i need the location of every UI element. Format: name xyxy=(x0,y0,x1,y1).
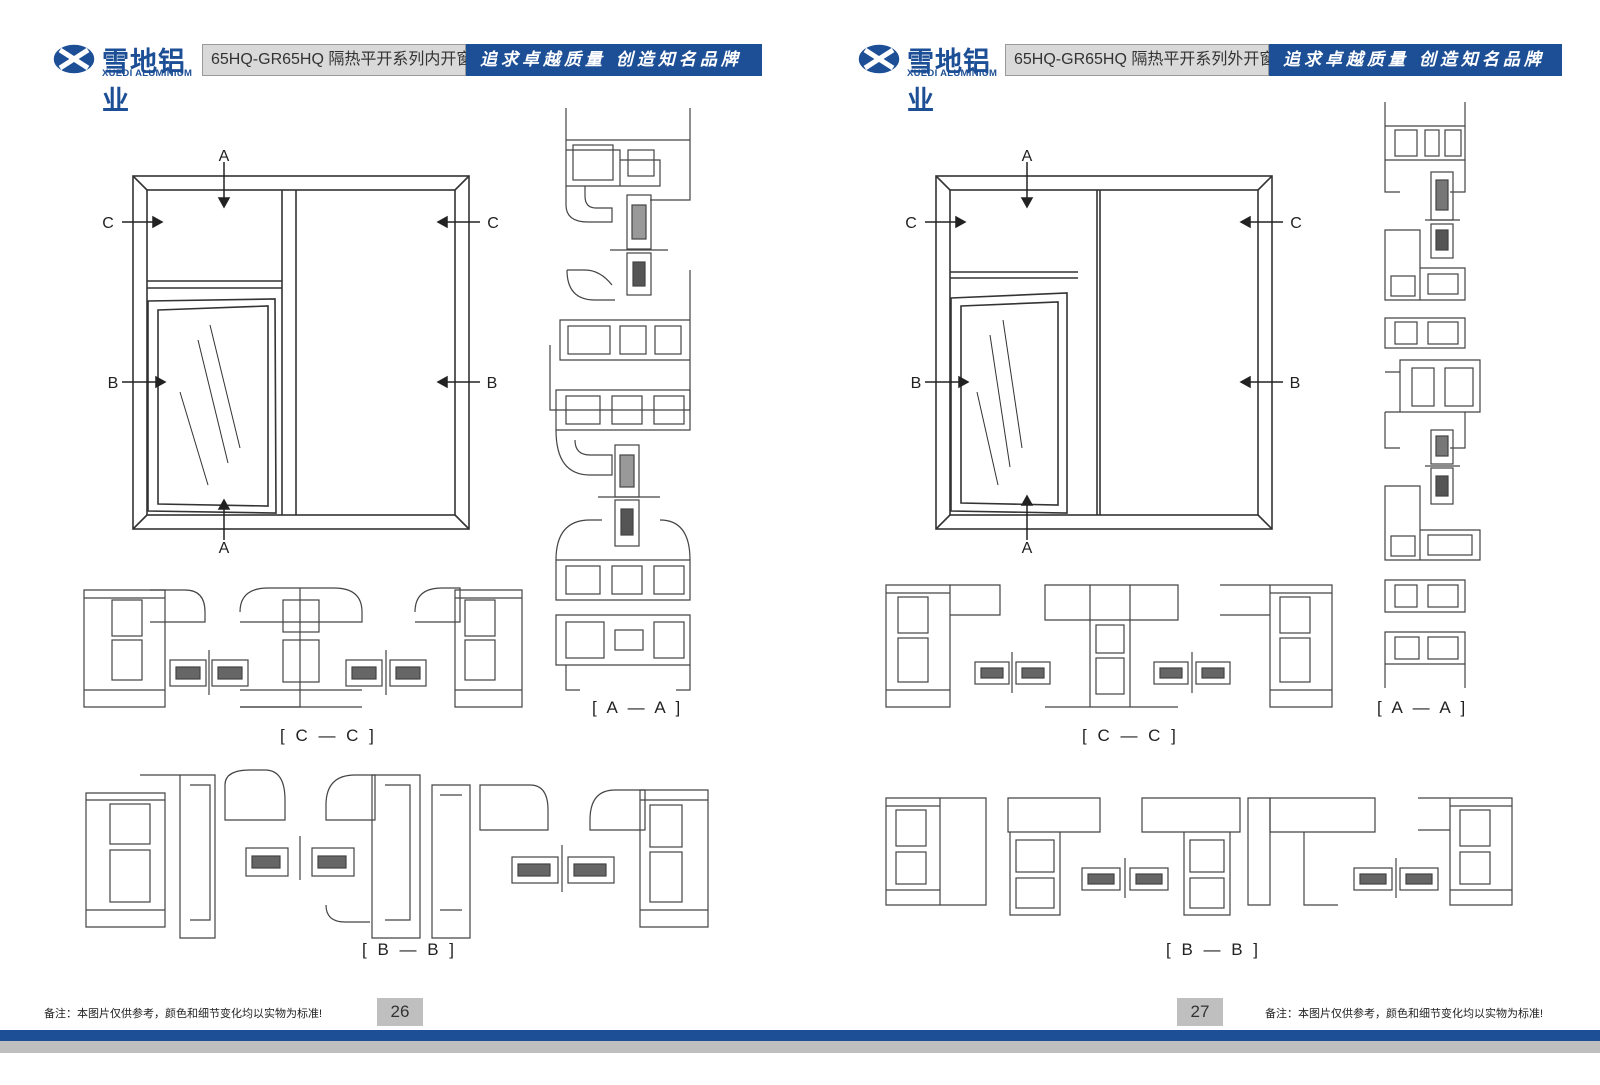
arrow-label-b-left: B xyxy=(911,375,922,392)
slogan-banner: 追求卓越质量 创造知名品牌 xyxy=(466,44,762,76)
page-left: 雪地铝业 XUEDI ALUMINIUM 65HQ-GR65HQ 隔热平开系列内… xyxy=(44,40,762,1026)
arrow-label-c-right: C xyxy=(487,215,499,232)
page-number: 27 xyxy=(1177,998,1223,1026)
brand-logo: 雪地铝业 XUEDI ALUMINIUM xyxy=(52,40,202,117)
arrow-label-b-right: B xyxy=(487,375,498,392)
xuedi-logo-icon xyxy=(857,43,901,75)
brand-logo: 雪地铝业 XUEDI ALUMINIUM xyxy=(857,40,1007,117)
arrow-label-a-top: A xyxy=(1022,148,1033,165)
section-label-aa: [ A — A ] xyxy=(592,698,684,717)
arrow-label-a-top: A xyxy=(219,148,230,165)
brand-name-cn: 雪地铝业 xyxy=(907,47,991,117)
footnote: 备注：本图片仅供参考，颜色和细节变化均以实物为标准! xyxy=(1265,1008,1544,1020)
footer-band-blue xyxy=(0,1030,1600,1041)
arrow-label-c-left: C xyxy=(905,215,917,232)
arrow-label-b-left: B xyxy=(108,375,119,392)
section-label-bb: [ B — B ] xyxy=(1166,940,1262,959)
page-title: 65HQ-GR65HQ 隔热平开系列内开窗节点图 xyxy=(202,44,520,76)
section-aa-drawing xyxy=(1384,102,1481,688)
section-cc-drawing xyxy=(83,587,523,708)
page-number: 26 xyxy=(377,998,423,1026)
footer-band-grey xyxy=(0,1041,1600,1053)
xuedi-logo-icon xyxy=(52,43,96,75)
page-title: 65HQ-GR65HQ 隔热平开系列外开窗节点图 xyxy=(1005,44,1323,76)
section-label-cc: [ C — C ] xyxy=(1082,726,1179,745)
section-aa-drawing xyxy=(549,108,691,691)
window-elevation-drawing: A A C C B B xyxy=(102,148,499,557)
section-bb-drawing xyxy=(885,797,1513,916)
arrow-label-b-right: B xyxy=(1290,375,1301,392)
brand-name-cn: 雪地铝业 xyxy=(102,47,186,117)
brand-name-en: XUEDI ALUMINIUM xyxy=(102,68,193,79)
footnote: 备注：本图片仅供参考，颜色和细节变化均以实物为标准! xyxy=(44,1008,323,1020)
arrow-label-c-right: C xyxy=(1290,215,1302,232)
section-cc-drawing xyxy=(885,584,1333,708)
section-label-aa: [ A — A ] xyxy=(1377,698,1469,717)
section-bb-drawing xyxy=(85,769,709,939)
section-label-cc: [ C — C ] xyxy=(280,726,377,745)
arrow-label-c-left: C xyxy=(102,215,114,232)
slogan-banner: 追求卓越质量 创造知名品牌 xyxy=(1269,44,1562,76)
section-label-bb: [ B — B ] xyxy=(362,940,458,959)
page-right: 雪地铝业 XUEDI ALUMINIUM 65HQ-GR65HQ 隔热平开系列外… xyxy=(800,0,1600,1085)
arrow-label-a-bottom: A xyxy=(1022,540,1033,557)
brand-name-en: XUEDI ALUMINIUM xyxy=(907,68,998,79)
window-elevation-drawing: A A C C B B xyxy=(905,148,1302,557)
arrow-label-a-bottom: A xyxy=(219,540,230,557)
